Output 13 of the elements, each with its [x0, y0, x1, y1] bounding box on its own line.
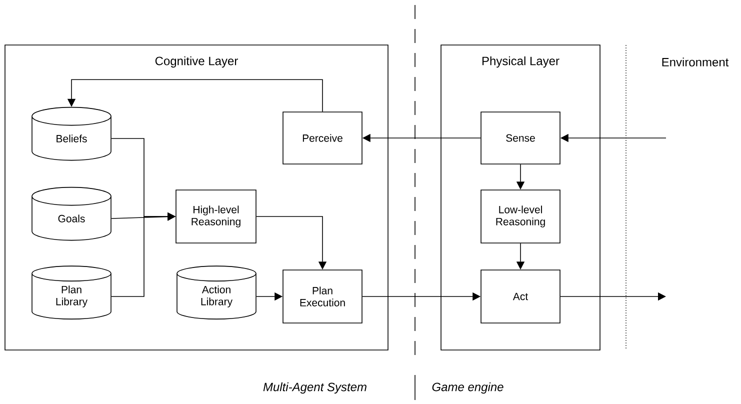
database-cylinder: Plan Library	[32, 266, 112, 320]
process-box: Plan Execution	[282, 270, 362, 324]
caption-text: Multi-Agent System	[263, 382, 366, 394]
database-cylinder: Action Library	[176, 266, 256, 320]
process-box: Act	[480, 270, 560, 324]
process-box: High-level Reasoning	[176, 190, 256, 244]
process-box: Perceive	[282, 112, 362, 164]
process-box: Sense	[480, 112, 560, 164]
heading: Environment	[662, 58, 729, 66]
database-cylinder: Goals	[32, 186, 112, 241]
process-box: Low-level Reasoning	[480, 190, 560, 244]
database-cylinder: Beliefs	[32, 106, 112, 161]
caption-text: Game engine	[432, 382, 504, 394]
